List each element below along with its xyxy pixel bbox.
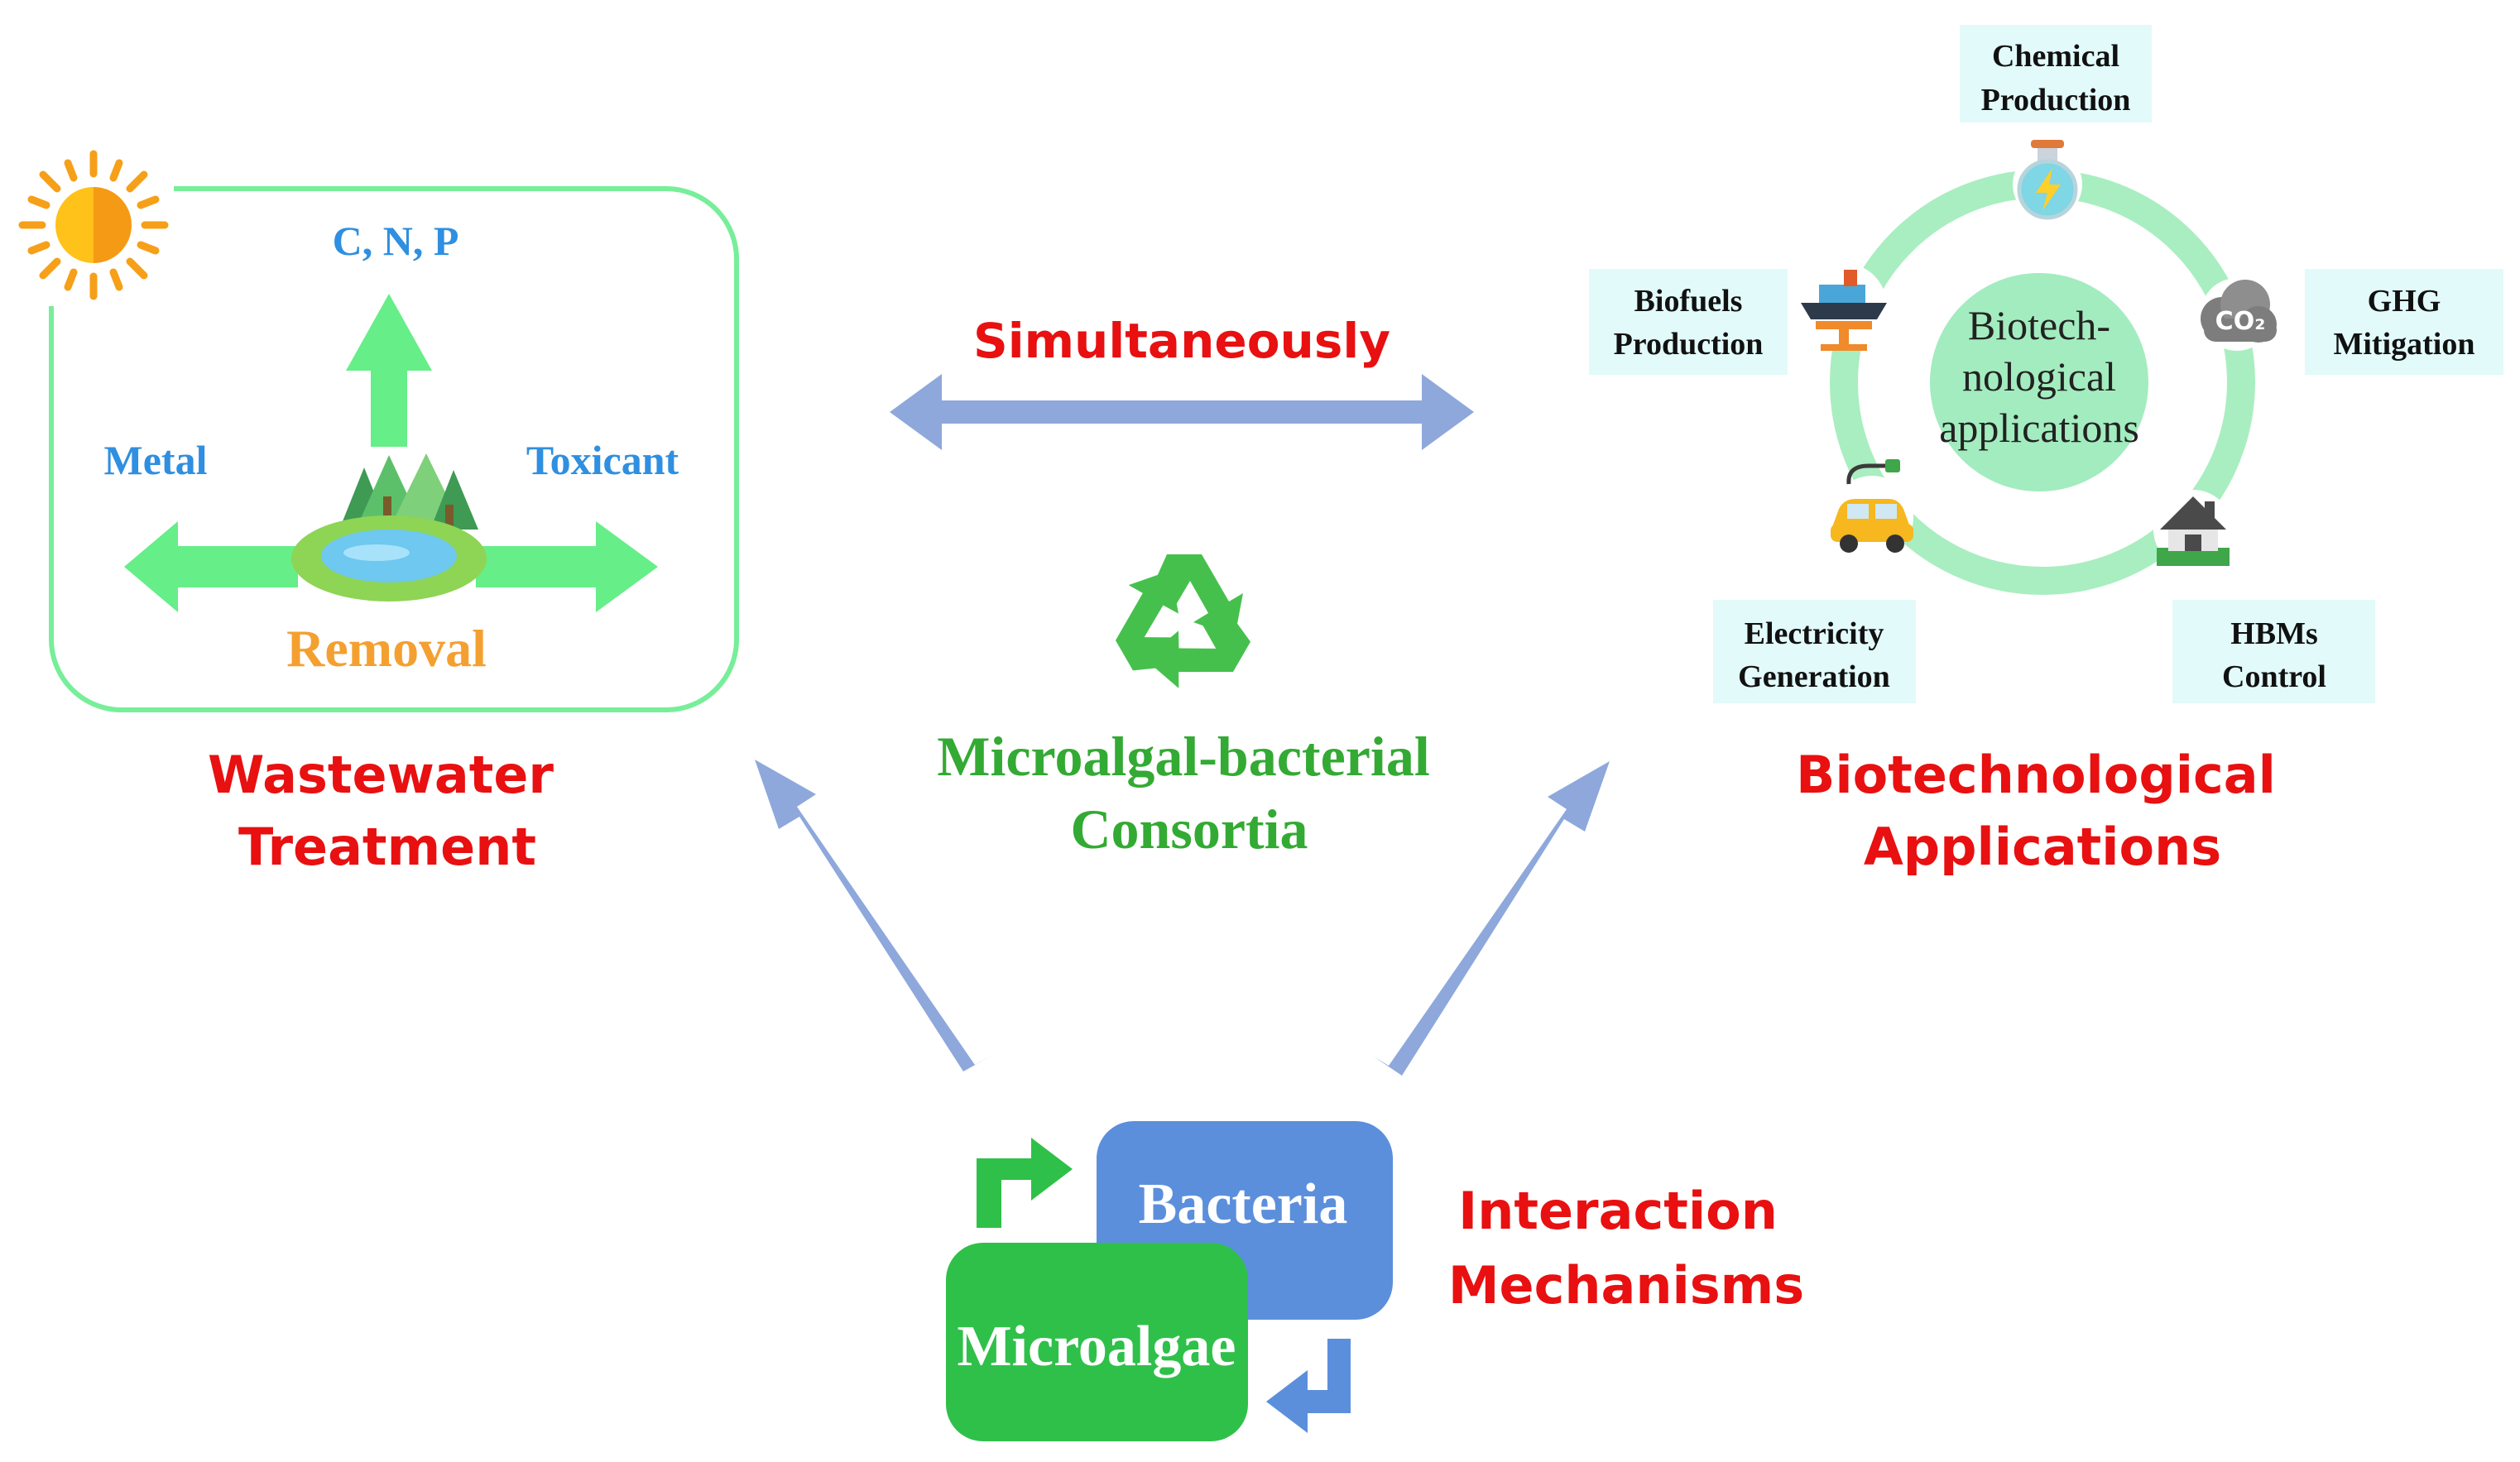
interaction-panel: Bacteria Microalgae Interaction Mechanis…: [946, 1121, 1804, 1441]
bacteria-label: Bacteria: [1139, 1172, 1348, 1236]
link-arrow-to-wastewater: [755, 760, 993, 1071]
wastewater-title-line2: Treatment: [238, 817, 536, 877]
ship-fuel-icon: [1801, 270, 1887, 351]
app-box-chemical: [1960, 25, 2152, 122]
arrow-up-cnp: [346, 294, 432, 447]
biotech-panel: Biotech- nological applications CO₂: [1589, 25, 2503, 877]
simultaneously-label: Simultaneously: [973, 313, 1390, 369]
interaction-arrow-blue: [1266, 1339, 1351, 1433]
interaction-title-line2: Mechanisms: [1448, 1255, 1804, 1316]
biotech-title-line1: Biotechnological: [1796, 745, 2276, 805]
interaction-arrow-green: [977, 1138, 1073, 1228]
app-hbms-line2: Control: [2222, 659, 2326, 694]
flask-icon: [2017, 140, 2078, 220]
app-chemical-line1: Chemical: [1992, 39, 2119, 74]
arrow-left-metal: [124, 521, 298, 612]
app-box-biofuels: [1589, 269, 1788, 375]
arrow-right-toxicant: [476, 521, 658, 612]
app-biofuels-line2: Production: [1614, 327, 1764, 362]
app-box-electricity: [1713, 600, 1916, 703]
house-icon: [2157, 496, 2230, 566]
app-ghg-line2: Mitigation: [2334, 327, 2475, 362]
metal-label: Metal: [104, 437, 208, 483]
ring-center-line1: Biotech-: [1968, 302, 2110, 348]
app-chemical-line2: Production: [1981, 83, 2131, 117]
wastewater-panel: C, N, P Metal Toxicant Removal Wastewate…: [18, 150, 739, 877]
svg-text:CO₂: CO₂: [2215, 307, 2266, 336]
microalgae-label: Microalgae: [958, 1315, 1236, 1378]
recycle-icon: [1115, 554, 1251, 688]
app-hbms-line1: HBMs: [2230, 616, 2318, 651]
app-electricity-line1: Electricity: [1745, 616, 1884, 651]
electric-car-icon: [1831, 459, 1913, 553]
interaction-title-line1: Interaction: [1458, 1181, 1778, 1241]
sun-icon: [18, 150, 169, 300]
biotech-ring-center: [1930, 273, 2148, 491]
app-box-hbms: [2172, 600, 2375, 703]
app-biofuels-line1: Biofuels: [1634, 284, 1743, 319]
link-arrow-to-biotech: [1374, 761, 1610, 1076]
center-panel: Simultaneously Microalgal-bacterial Cons…: [755, 313, 1610, 1076]
app-electricity-line2: Generation: [1738, 659, 1890, 694]
app-ghg-line1: GHG: [2368, 284, 2441, 319]
simultaneous-double-arrow: [890, 374, 1474, 450]
co2-cloud-icon: CO₂: [2201, 280, 2277, 343]
biotech-title-line2: Applications: [1864, 817, 2221, 877]
pond-forest-icon: [291, 453, 487, 602]
wastewater-title-line1: Wastewater: [208, 745, 554, 805]
microalgae-box: [946, 1243, 1248, 1441]
removal-label: Removal: [286, 619, 487, 678]
consortia-title-line1: Microalgal-bacterial: [937, 725, 1429, 788]
ring-center-line2: nological: [1962, 353, 2116, 400]
ring-center-line3: applications: [1939, 405, 2139, 451]
app-box-ghg: [2305, 269, 2503, 375]
toxicant-label: Toxicant: [526, 437, 679, 483]
cnp-label: C, N, P: [333, 218, 459, 264]
wastewater-box: [49, 186, 739, 712]
consortia-title-line2: Consortia: [1070, 798, 1308, 860]
